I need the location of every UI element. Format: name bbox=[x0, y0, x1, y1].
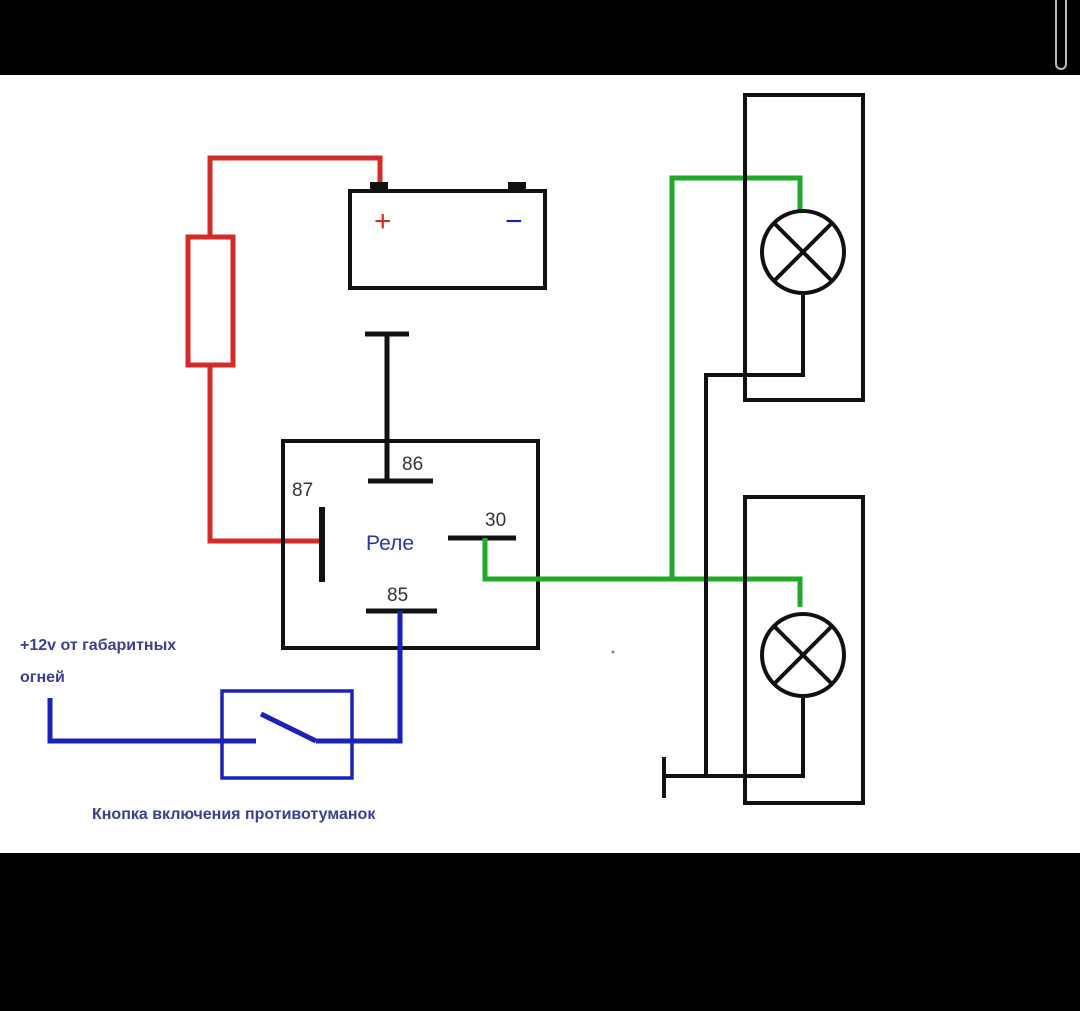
pin-85-label: 85 bbox=[387, 585, 408, 606]
lamp-ground-wire bbox=[662, 293, 805, 798]
relay-box bbox=[281, 439, 540, 650]
battery-plus-label: + bbox=[374, 205, 392, 238]
source-label-line2: огней bbox=[20, 669, 65, 686]
control-wire bbox=[47, 611, 403, 780]
battery bbox=[348, 189, 547, 290]
pin-30-label: 30 bbox=[485, 510, 506, 531]
fuse bbox=[185, 234, 236, 368]
pin-87-label: 87 bbox=[292, 480, 313, 501]
battery-minus-label: − bbox=[505, 205, 523, 238]
scrollbar[interactable] bbox=[1055, 0, 1067, 70]
lamp-wire bbox=[482, 175, 803, 607]
switch-label: Кнопка включения противотуманок bbox=[92, 806, 376, 823]
headlamp-bottom bbox=[743, 495, 865, 805]
switch-lever bbox=[259, 711, 318, 744]
ground-86 bbox=[365, 331, 433, 484]
switch-box bbox=[220, 689, 354, 780]
source-label-line1: +12v от габаритных bbox=[20, 637, 176, 654]
battery-minus-terminal bbox=[508, 182, 526, 192]
relay-label: Реле bbox=[366, 532, 414, 555]
pin-86-label: 86 bbox=[402, 454, 423, 475]
battery-plus-terminal bbox=[370, 182, 388, 192]
